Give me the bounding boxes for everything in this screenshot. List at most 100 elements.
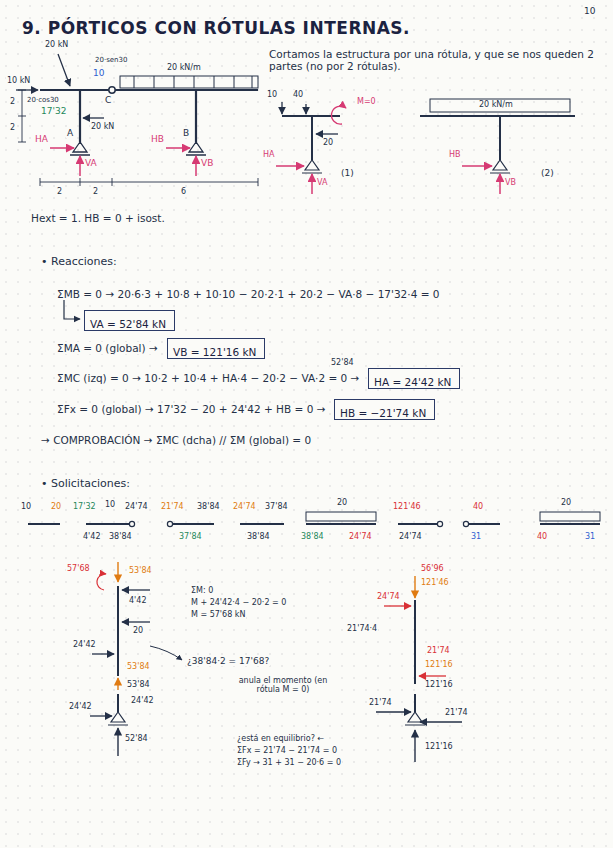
reaction-arrow bbox=[462, 165, 492, 167]
load-ticks bbox=[134, 76, 252, 88]
annotation-text: 2 bbox=[92, 187, 99, 196]
result-text: HB = −21'74 kN bbox=[340, 407, 426, 420]
annotation-text: VB bbox=[504, 178, 517, 187]
annotation-text: 31 bbox=[584, 532, 596, 541]
annotation-text: 10 bbox=[583, 6, 596, 16]
support-symbol bbox=[108, 712, 128, 725]
annotation-text: ΣMA = 0 (global) → bbox=[56, 342, 159, 354]
annotation-text: 121'16 bbox=[424, 680, 454, 689]
annotation-text: 10 bbox=[104, 500, 116, 509]
load-band bbox=[430, 99, 570, 112]
result-text: VB = 121'16 kN bbox=[173, 346, 256, 359]
annotation-text: 37'84 bbox=[264, 502, 289, 511]
annotation-text: • Solicitaciones: bbox=[40, 478, 131, 491]
supports bbox=[70, 142, 206, 155]
result-box: HA = 24'42 kN bbox=[368, 368, 460, 389]
annotation-text: ΣFx = 21'74 − 21'74 = 0 bbox=[236, 746, 338, 755]
annotation-text: M = 57'68 kN bbox=[190, 610, 246, 619]
column-piece bbox=[414, 600, 416, 712]
beam-pieces bbox=[28, 523, 600, 525]
annotation-text: 38'84 bbox=[108, 532, 133, 541]
annotation-text: 4'42 bbox=[128, 596, 147, 605]
annotation-text: 24'74 bbox=[348, 532, 373, 541]
annotation-text: 121'16 bbox=[424, 660, 454, 669]
annotation-text: HA bbox=[262, 150, 276, 159]
annotation-text: ΣFx = 0 (global) → 17'32 − 20 + 24'42 + … bbox=[56, 403, 326, 415]
annotation-text: → COMPROBACIÓN → ΣMC (dcha) // ΣM (globa… bbox=[40, 434, 312, 446]
annotation-text: VA bbox=[316, 178, 328, 187]
result-text: HA = 24'42 kN bbox=[374, 376, 451, 389]
annotation-text: 24'42 bbox=[68, 702, 93, 711]
annotation-text: Hext = 1. HB = 0 + isost. bbox=[30, 212, 166, 224]
annotation-text: 38'84 bbox=[196, 502, 221, 511]
annotation-text: 24'42 bbox=[130, 696, 155, 705]
force-arrow bbox=[419, 675, 446, 676]
reaction-arrow bbox=[311, 174, 313, 194]
annotation-text: 121'46 bbox=[392, 502, 422, 511]
annotation-text: HB bbox=[150, 134, 165, 144]
force-arrow bbox=[420, 721, 462, 722]
annotation-text: M=0 bbox=[356, 97, 377, 106]
load-arrow bbox=[305, 104, 306, 114]
annotation-text: 20 kN/m bbox=[166, 63, 202, 72]
hinge bbox=[167, 521, 172, 526]
inclined-load-arrow bbox=[58, 54, 70, 86]
annotation-text: ¿38'84·2 = 17'68? bbox=[186, 656, 270, 666]
annotation-text: 38'84 bbox=[300, 532, 325, 541]
annotation-text: ¿está en equilibrio? ← bbox=[236, 734, 325, 743]
load-band bbox=[120, 76, 258, 88]
annotation-text: 2 bbox=[56, 187, 63, 196]
annotation-text: ΣFy → 31 + 31 − 20·6 = 0 bbox=[236, 758, 342, 767]
annotation-text: 10 bbox=[20, 502, 32, 511]
annotation-text: 52'84 bbox=[330, 358, 355, 367]
annotation-text: 53'84 bbox=[126, 680, 151, 689]
annotation-text: 40 bbox=[472, 502, 484, 511]
annotation-text: 17'32 bbox=[72, 502, 97, 511]
annotation-text: 57'68 bbox=[66, 564, 91, 573]
result-box: HB = −21'74 kN bbox=[334, 399, 435, 420]
force-arrow bbox=[384, 605, 411, 606]
annotation-text: Cortamos la estructura por una rótula, y… bbox=[268, 48, 602, 72]
annotation-text: 20·sen30 bbox=[94, 56, 128, 64]
annotation-text: VB bbox=[200, 158, 214, 168]
annotation-text: 37'84 bbox=[178, 532, 203, 541]
annotation-text: HB bbox=[448, 150, 462, 159]
annotation-text: 20 bbox=[336, 498, 348, 507]
annotation-text: 2 bbox=[9, 97, 16, 106]
annotation-text: 10 kN bbox=[6, 76, 31, 85]
annotation-text: A bbox=[66, 128, 74, 138]
result-box: VB = 121'16 kN bbox=[167, 338, 265, 359]
annotation-text: 20 bbox=[560, 498, 572, 507]
annotation-text: 38'84 bbox=[246, 532, 271, 541]
hinge bbox=[129, 521, 134, 526]
hinge bbox=[463, 521, 468, 526]
annotation-text: 6 bbox=[180, 187, 187, 196]
frame bbox=[40, 90, 258, 142]
load-arrow bbox=[316, 133, 338, 134]
hinge bbox=[109, 87, 115, 93]
page-title: 9. PÓRTICOS CON RÓTULAS INTERNAS. bbox=[22, 18, 410, 38]
annotation-text: 2 bbox=[9, 123, 16, 132]
annotation-text: 20 kN bbox=[90, 122, 115, 131]
load-arrow bbox=[281, 102, 282, 114]
annotation-text: 21'74 bbox=[444, 708, 469, 717]
annotation-text: 24'42 bbox=[72, 640, 97, 649]
annotation-text: C bbox=[104, 95, 112, 105]
reaction-arrow bbox=[499, 174, 501, 194]
annotation-text: 121'46 bbox=[420, 578, 450, 587]
annotation-text: B bbox=[182, 128, 190, 138]
annotation-text: 20 bbox=[322, 138, 334, 147]
dimension-lines bbox=[18, 90, 258, 186]
annotation-text: 4'42 bbox=[82, 532, 101, 541]
moment-arrow bbox=[332, 106, 346, 124]
annotation-text: 10 bbox=[92, 68, 105, 78]
hinges bbox=[129, 521, 468, 526]
column-piece bbox=[117, 586, 119, 712]
frame-part bbox=[420, 116, 575, 160]
force-arrow bbox=[376, 711, 411, 712]
annotation-text: (2) bbox=[540, 168, 555, 178]
annotation-text: 20 bbox=[132, 626, 144, 635]
reaction-arrow bbox=[50, 147, 74, 149]
